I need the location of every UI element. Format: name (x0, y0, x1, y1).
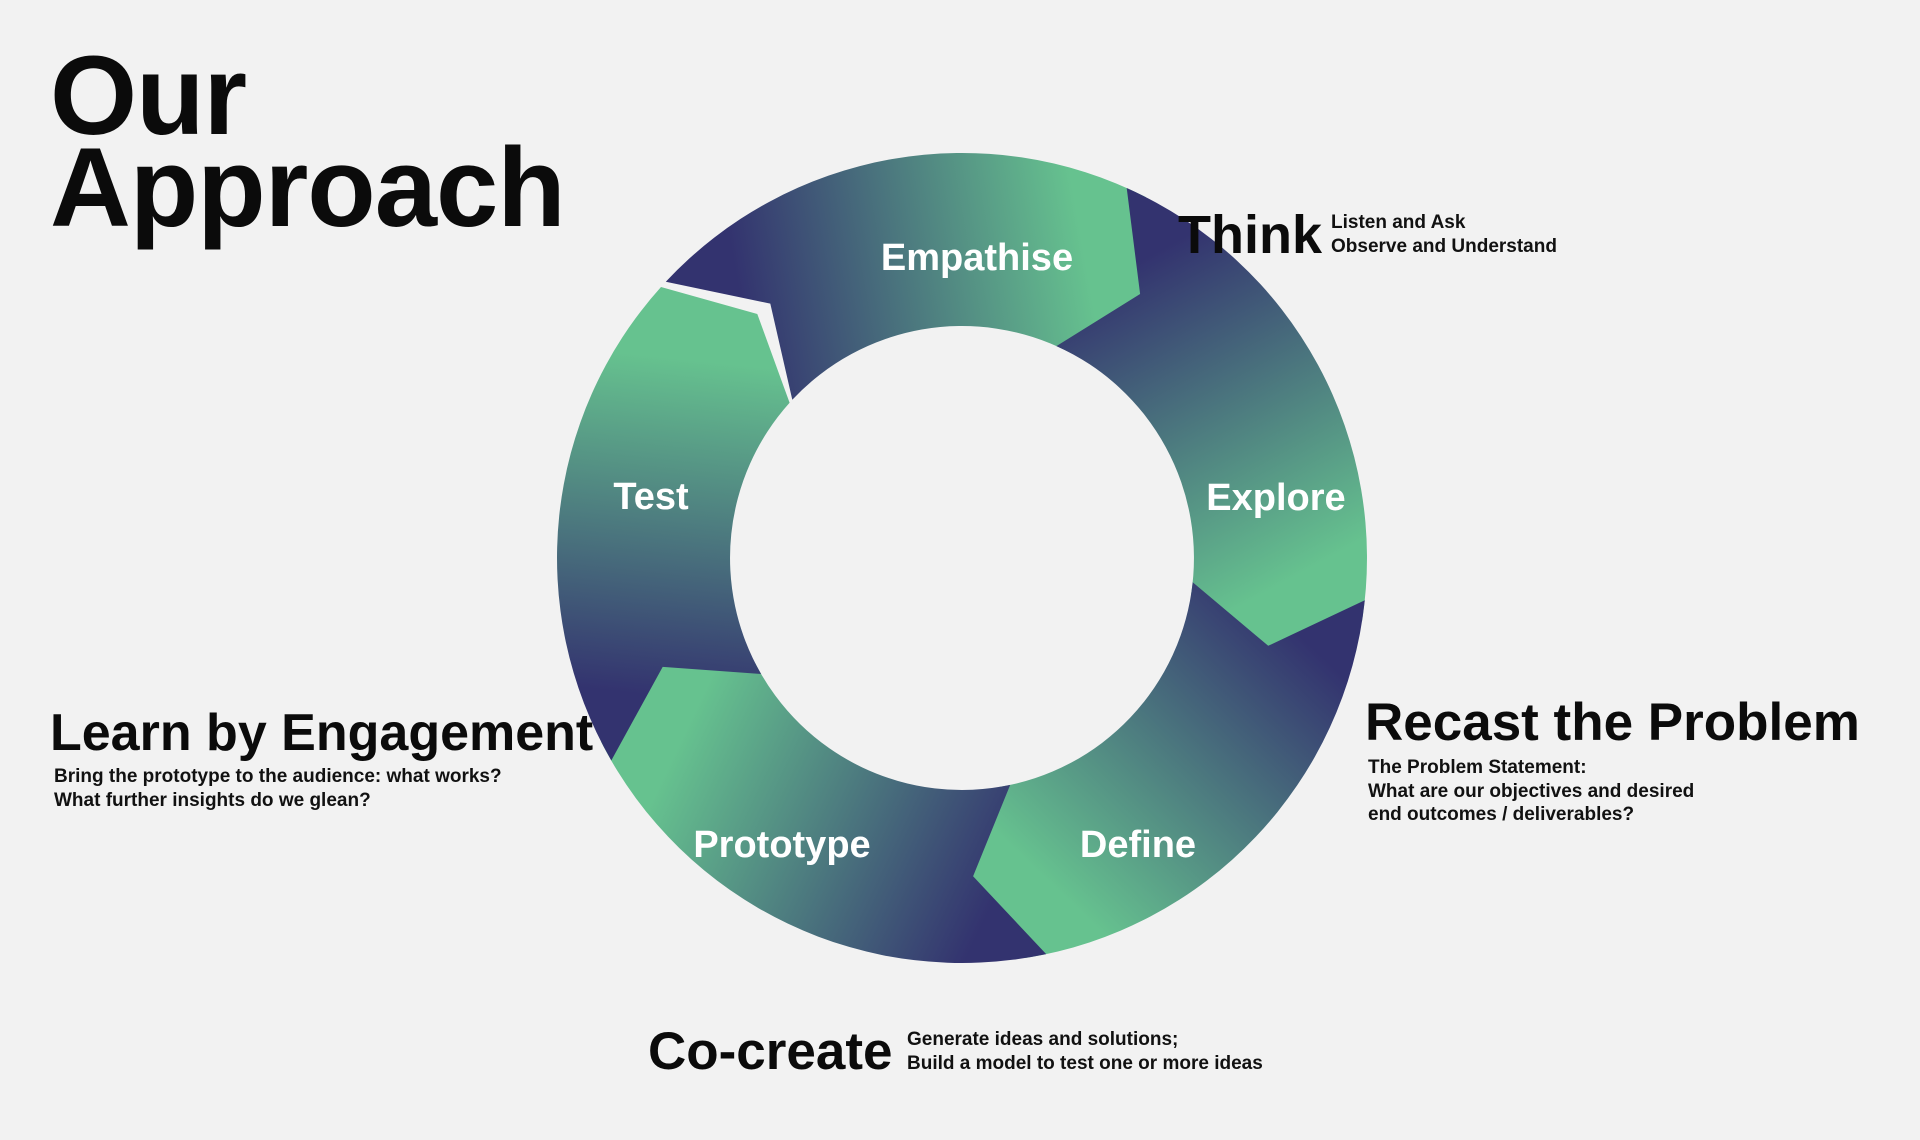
cocreate-description: Generate ideas and solutions; Build a mo… (907, 1028, 1263, 1075)
title-line-2: Approach (50, 125, 566, 250)
cycle-label-define: Define (1080, 824, 1196, 866)
cocreate-heading: Co-create (648, 1022, 893, 1081)
think-line-1: Listen and Ask (1331, 212, 1466, 233)
think-line-2: Observe and Understand (1331, 235, 1557, 257)
recast-line-2: What are our objectives and desired (1368, 780, 1695, 802)
learn-heading: Learn by Engagement (50, 704, 594, 762)
cycle-label-test: Test (613, 476, 689, 518)
recast-line-3: end outcomes / deliverables? (1368, 804, 1635, 825)
cycle-arrow-empathise (665, 152, 1146, 400)
learn-description: Bring the prototype to the audience: wha… (54, 765, 502, 812)
cycle-label-prototype: Prototype (693, 824, 870, 866)
cycle-arrow-explore (1056, 188, 1367, 652)
cycle-label-empathise: Empathise (881, 237, 1073, 279)
cocreate-line-1: Generate ideas and solutions; (907, 1029, 1179, 1050)
recast-description: The Problem Statement: What are our obje… (1368, 756, 1694, 827)
cycle-label-explore: Explore (1206, 477, 1345, 519)
cocreate-line-2: Build a model to test one or more ideas (907, 1052, 1263, 1074)
think-description: Listen and Ask Observe and Understand (1331, 211, 1557, 258)
cycle-arrow-prototype (601, 661, 1047, 963)
recast-line-1: The Problem Statement: (1368, 757, 1587, 778)
learn-line-1: Bring the prototype to the audience: wha… (54, 766, 502, 787)
learn-line-2: What further insights do we glean? (54, 789, 371, 811)
think-heading: Think (1178, 205, 1322, 265)
recast-heading: Recast the Problem (1365, 693, 1860, 752)
page-title: Our Approach (50, 33, 566, 250)
cycle-arrow-define (967, 582, 1365, 958)
cycle-arrow-test (557, 287, 790, 761)
title-line-1: Our (50, 33, 247, 158)
